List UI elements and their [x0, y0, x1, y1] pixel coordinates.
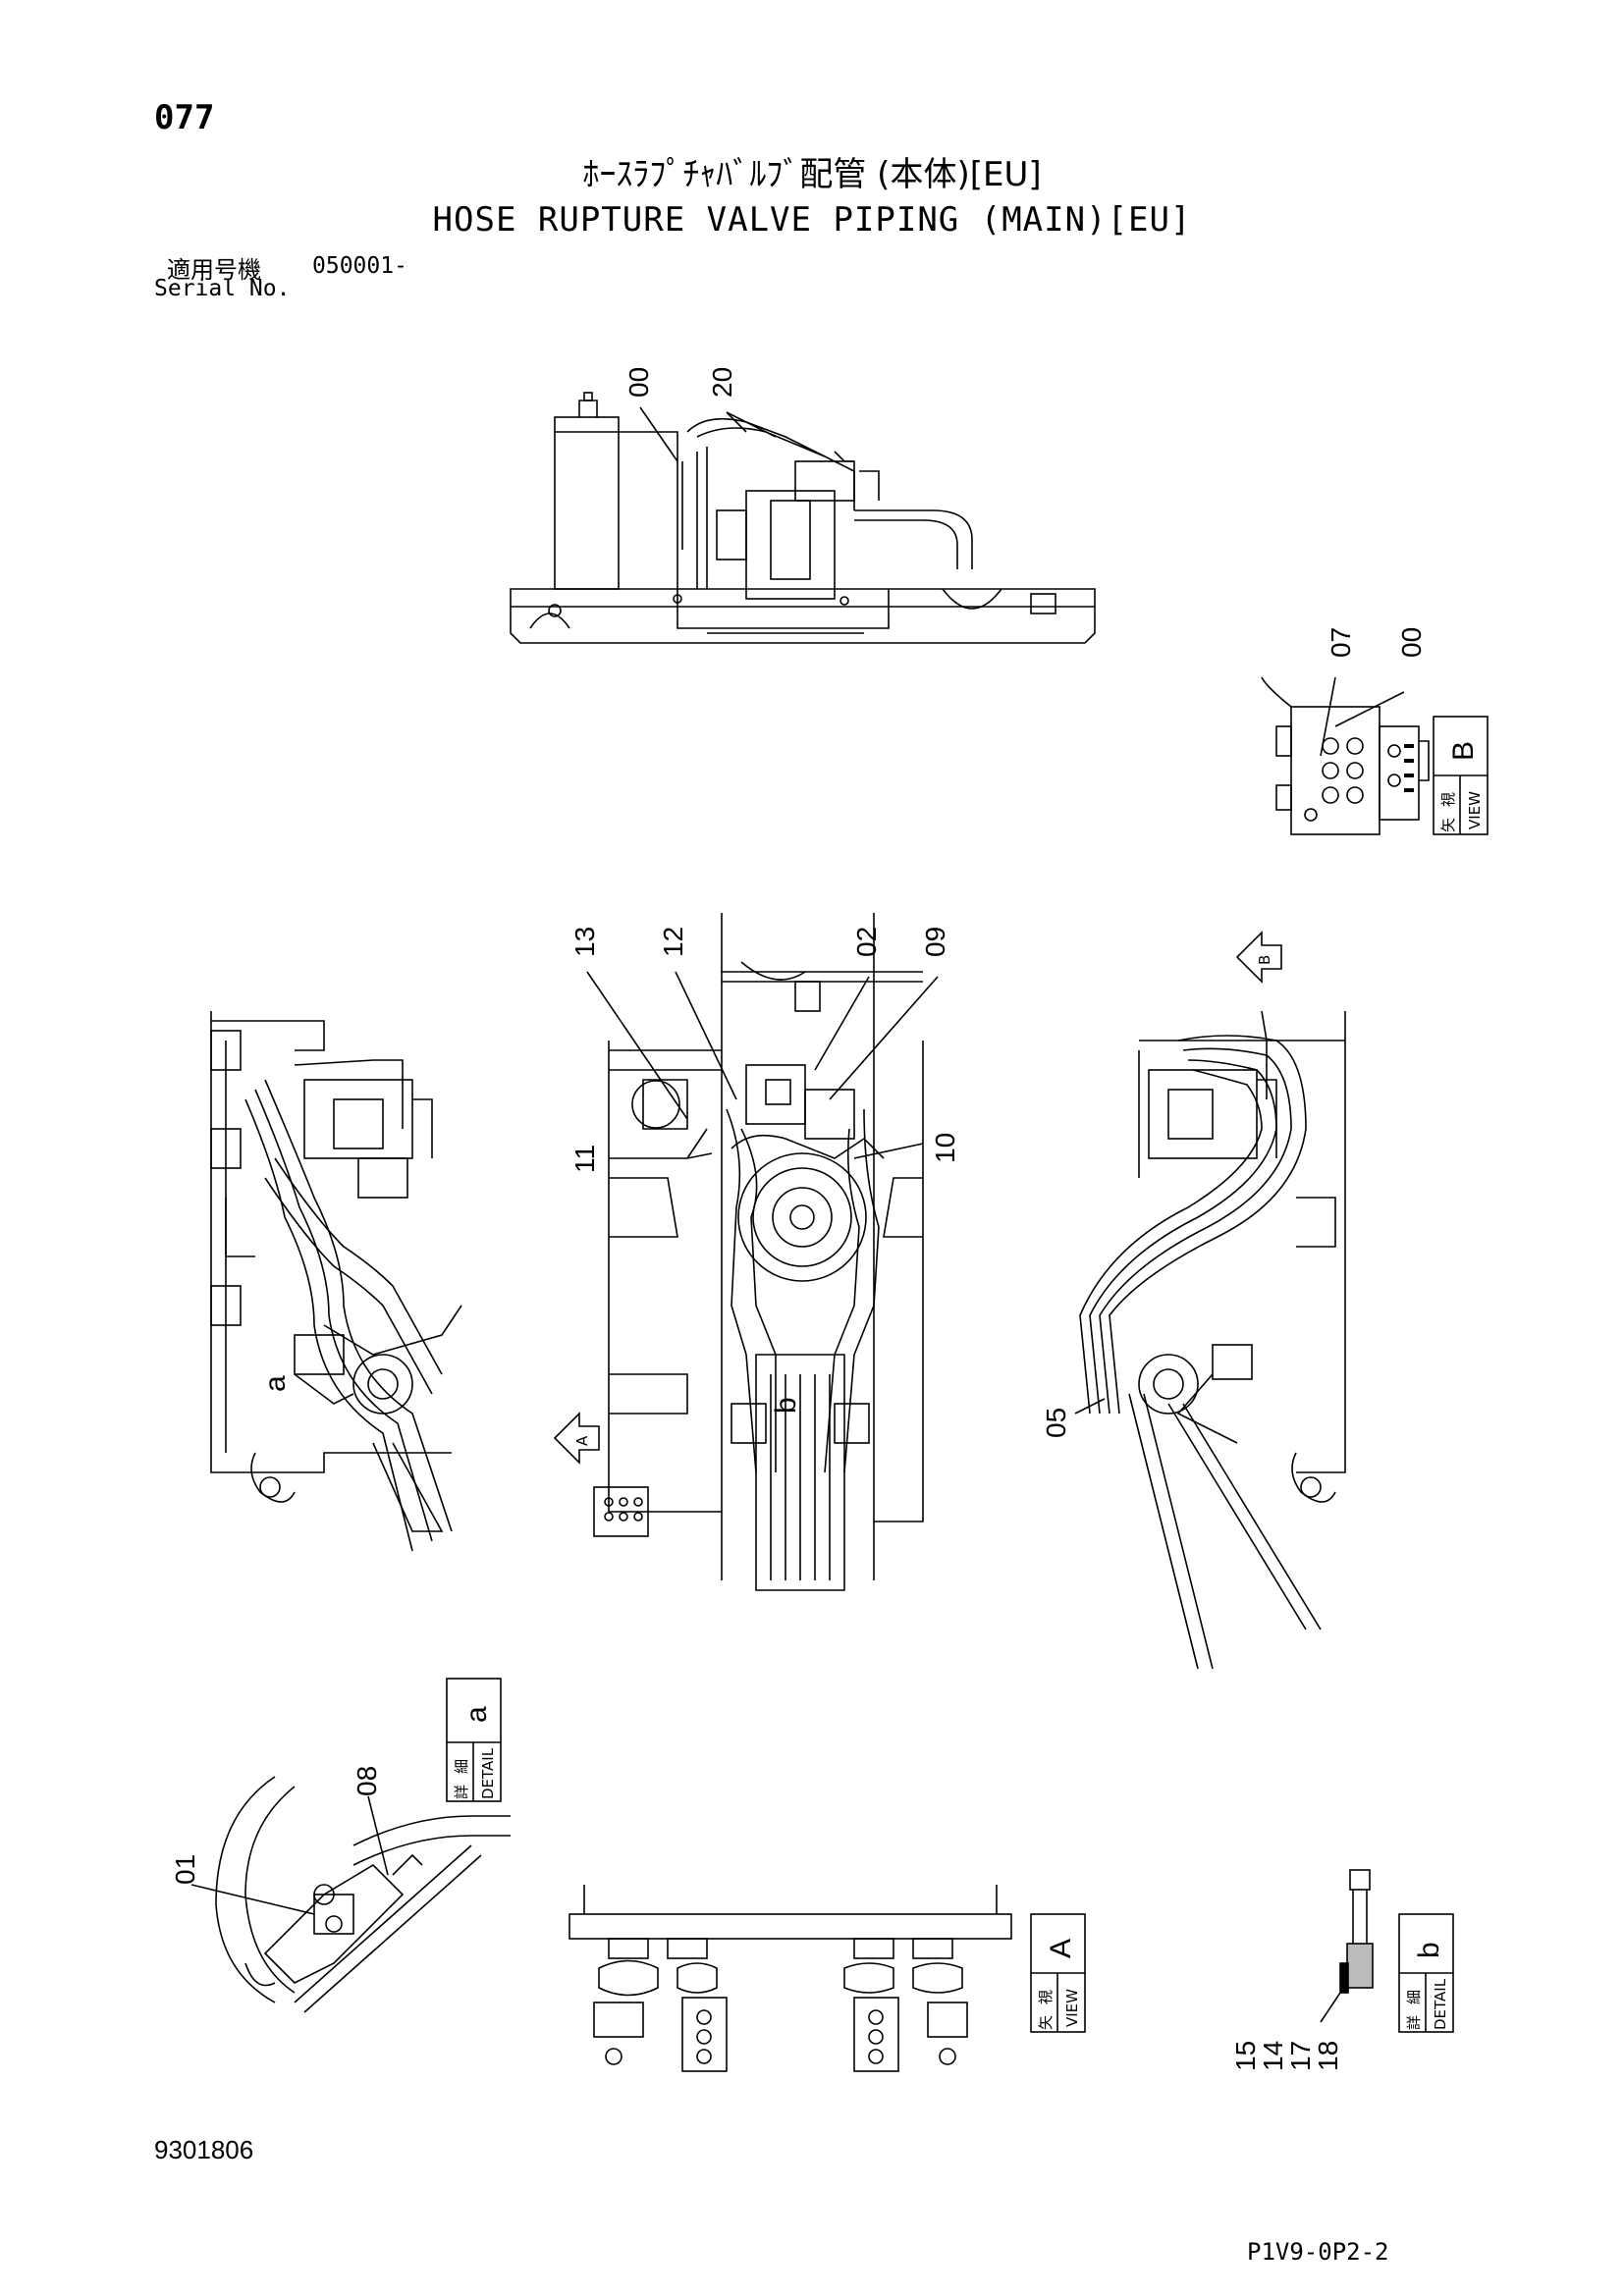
view-b-jp2: 視 — [1439, 792, 1457, 807]
document-number: 9301806 — [154, 2135, 254, 2164]
callout-group-top — [639, 406, 777, 462]
callout-18: 18 — [1313, 2041, 1343, 2071]
view-a-drawing — [568, 1885, 1012, 2072]
detail-a-drawing — [190, 1776, 511, 2013]
callout-17: 17 — [1285, 2041, 1316, 2071]
callout-02: 02 — [851, 927, 882, 957]
callout-00-top: 00 — [623, 367, 654, 398]
callout-05: 05 — [1041, 1408, 1071, 1438]
view-b-drawing — [1261, 676, 1430, 835]
view-arrow-a — [553, 1412, 600, 1465]
callout-15: 15 — [1230, 2041, 1261, 2071]
detail-a-letter: a — [460, 1706, 493, 1723]
detail-b-drawing — [1320, 1869, 1374, 2023]
title-english: HOSE RUPTURE VALVE PIPING (MAIN)[EU] — [432, 200, 1192, 240]
view-arrow-b — [1235, 931, 1282, 984]
detail-b-label-box — [1398, 1913, 1454, 2033]
detail-a-label-box — [446, 1678, 502, 1802]
page-number: 077 — [154, 98, 215, 137]
marker-a-left: a — [259, 1375, 292, 1392]
callout-13: 13 — [569, 927, 600, 957]
detail-b-jp1: 詳 — [1405, 2015, 1423, 2030]
detail-b-en: DETAIL — [1432, 1978, 1449, 2030]
callout-00-right: 00 — [1396, 627, 1427, 658]
left-side-drawing — [210, 1011, 462, 1552]
view-a-letter: A — [1045, 1939, 1077, 1958]
title-japanese: ﾎｰｽﾗﾌﾟﾁｬﾊﾞﾙﾌﾞ配管 (本体)[EU] — [582, 155, 1042, 194]
callout-01: 01 — [170, 1854, 200, 1885]
page-reference: P1V9-0P2-2 — [1247, 2238, 1389, 2266]
callout-10: 10 — [930, 1133, 960, 1163]
callout-14: 14 — [1258, 2041, 1288, 2071]
view-b-en: VIEW — [1466, 791, 1484, 829]
detail-a-en: DETAIL — [479, 1747, 497, 1799]
arrow-b-letter: B — [1256, 955, 1273, 965]
serial-label-en: Serial No. — [154, 276, 291, 301]
detail-a-jp1: 詳 — [453, 1785, 470, 1799]
view-a-jp2: 視 — [1037, 1990, 1055, 2004]
callout-09: 09 — [920, 927, 950, 957]
view-b-label-box — [1433, 716, 1489, 835]
serial-label-jp: 適用号機 — [167, 256, 261, 284]
top-view-drawing — [510, 392, 1096, 644]
view-b-jp1: 矢 — [1439, 818, 1457, 832]
center-drawing — [586, 913, 939, 1591]
view-a-en: VIEW — [1063, 1989, 1081, 2027]
detail-a-jp2: 細 — [453, 1759, 470, 1774]
detail-b-jp2: 細 — [1405, 1990, 1423, 2004]
callout-11: 11 — [569, 1145, 600, 1173]
callout-07: 07 — [1326, 627, 1356, 658]
arrow-a-letter: A — [573, 1435, 591, 1446]
detail-b-letter: b — [1413, 1942, 1445, 1958]
callout-20: 20 — [707, 367, 737, 398]
right-side-drawing — [1074, 1010, 1346, 1670]
marker-b-center: b — [770, 1397, 802, 1414]
view-a-label-box — [1030, 1913, 1086, 2033]
view-a-jp1: 矢 — [1037, 2015, 1055, 2030]
view-b-letter: B — [1447, 741, 1480, 761]
serial-value: 050001- — [312, 253, 407, 279]
callout-12: 12 — [658, 927, 688, 957]
callout-08: 08 — [352, 1766, 382, 1796]
